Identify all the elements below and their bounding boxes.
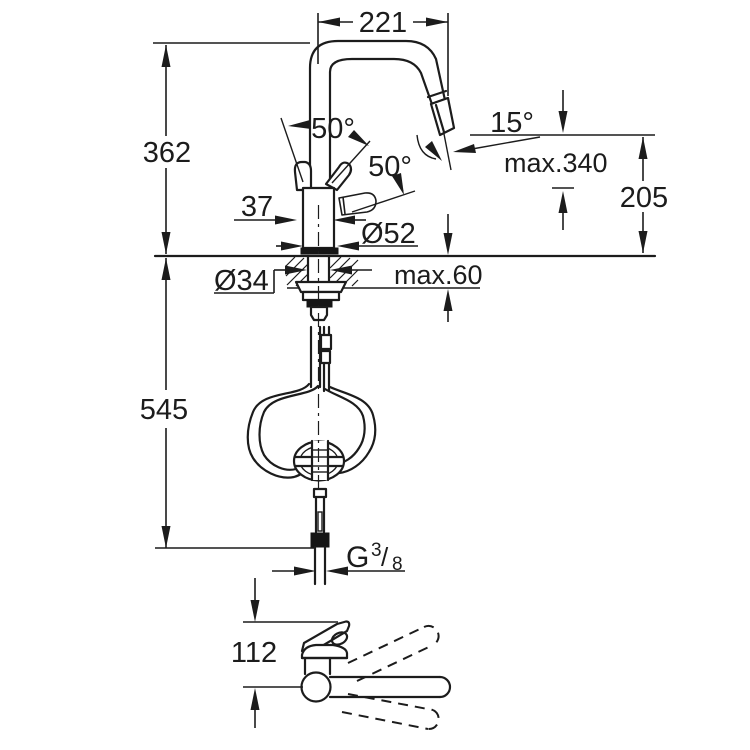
dim-hose-length: 545	[140, 258, 314, 549]
dim-counter-thickness: max.60	[394, 214, 483, 322]
dim-max-height-label: max.340	[504, 148, 608, 178]
dim-lever-swing-front: 50°	[280, 113, 371, 184]
faucet-side-view: 112	[231, 578, 452, 731]
dim-hose-length-label: 545	[140, 394, 188, 426]
dim-max-height: max.340	[504, 90, 608, 230]
riser-tube-left-edge	[308, 39, 450, 190]
mounting-washer	[294, 280, 348, 294]
thread-denominator-label: 8	[392, 554, 403, 575]
side-view-body	[300, 643, 349, 676]
dim-lever-swing-front-label: 50°	[311, 113, 355, 145]
dim-outlet-height-label: 205	[620, 182, 668, 214]
dim-height-label: 362	[143, 137, 191, 169]
dim-side-height-label: 112	[231, 637, 277, 669]
lever-ghost-position	[338, 192, 377, 216]
mounting-nut	[301, 290, 341, 302]
dim-hole-diameter-label: Ø34	[214, 265, 269, 297]
spout-swivel-up-ghost	[347, 624, 440, 682]
spray-head	[429, 96, 456, 171]
dim-lever-offset-label: 37	[241, 191, 273, 223]
below-counter-assembly	[246, 205, 480, 586]
spout-pivot-ring	[300, 671, 332, 703]
dim-counter-thickness-label: max.60	[394, 260, 483, 290]
dim-lever-swing-rear: 50°	[351, 151, 416, 213]
thread-numerator-label: 3	[371, 540, 382, 561]
dim-connection-thread: G 3 / 8	[272, 540, 405, 576]
dim-lever-offset: 37	[234, 191, 366, 225]
dim-base-diameter-label: Ø52	[361, 218, 416, 250]
dim-spout-reach: 221	[317, 7, 449, 96]
dim-lever-swing-rear-label: 50°	[368, 151, 412, 183]
spray-axis-reference-line	[443, 133, 452, 171]
dim-spray-angle: 15°	[416, 107, 655, 161]
base-plate	[300, 247, 339, 255]
dim-hole-diameter: Ø34	[214, 265, 372, 297]
hose-end-fitting	[310, 487, 330, 586]
spout-swivel-down-ghost	[341, 693, 440, 731]
thread-slash-label: /	[381, 542, 389, 572]
dim-base-diameter: Ø52	[276, 218, 418, 251]
dim-outlet-height: 205	[620, 137, 668, 253]
riser-tube-right-edge	[328, 57, 436, 190]
thread-prefix-label: G	[346, 541, 369, 574]
dim-spout-reach-label: 221	[359, 7, 407, 39]
supply-hoses	[309, 325, 333, 393]
front-view-dimensions: 221 362 545 50°	[140, 7, 668, 549]
dim-height-above-counter: 362	[143, 42, 310, 254]
dim-spray-angle-label: 15°	[490, 107, 534, 139]
dim-side-height: 112	[231, 578, 338, 728]
side-view-spout	[328, 675, 452, 699]
